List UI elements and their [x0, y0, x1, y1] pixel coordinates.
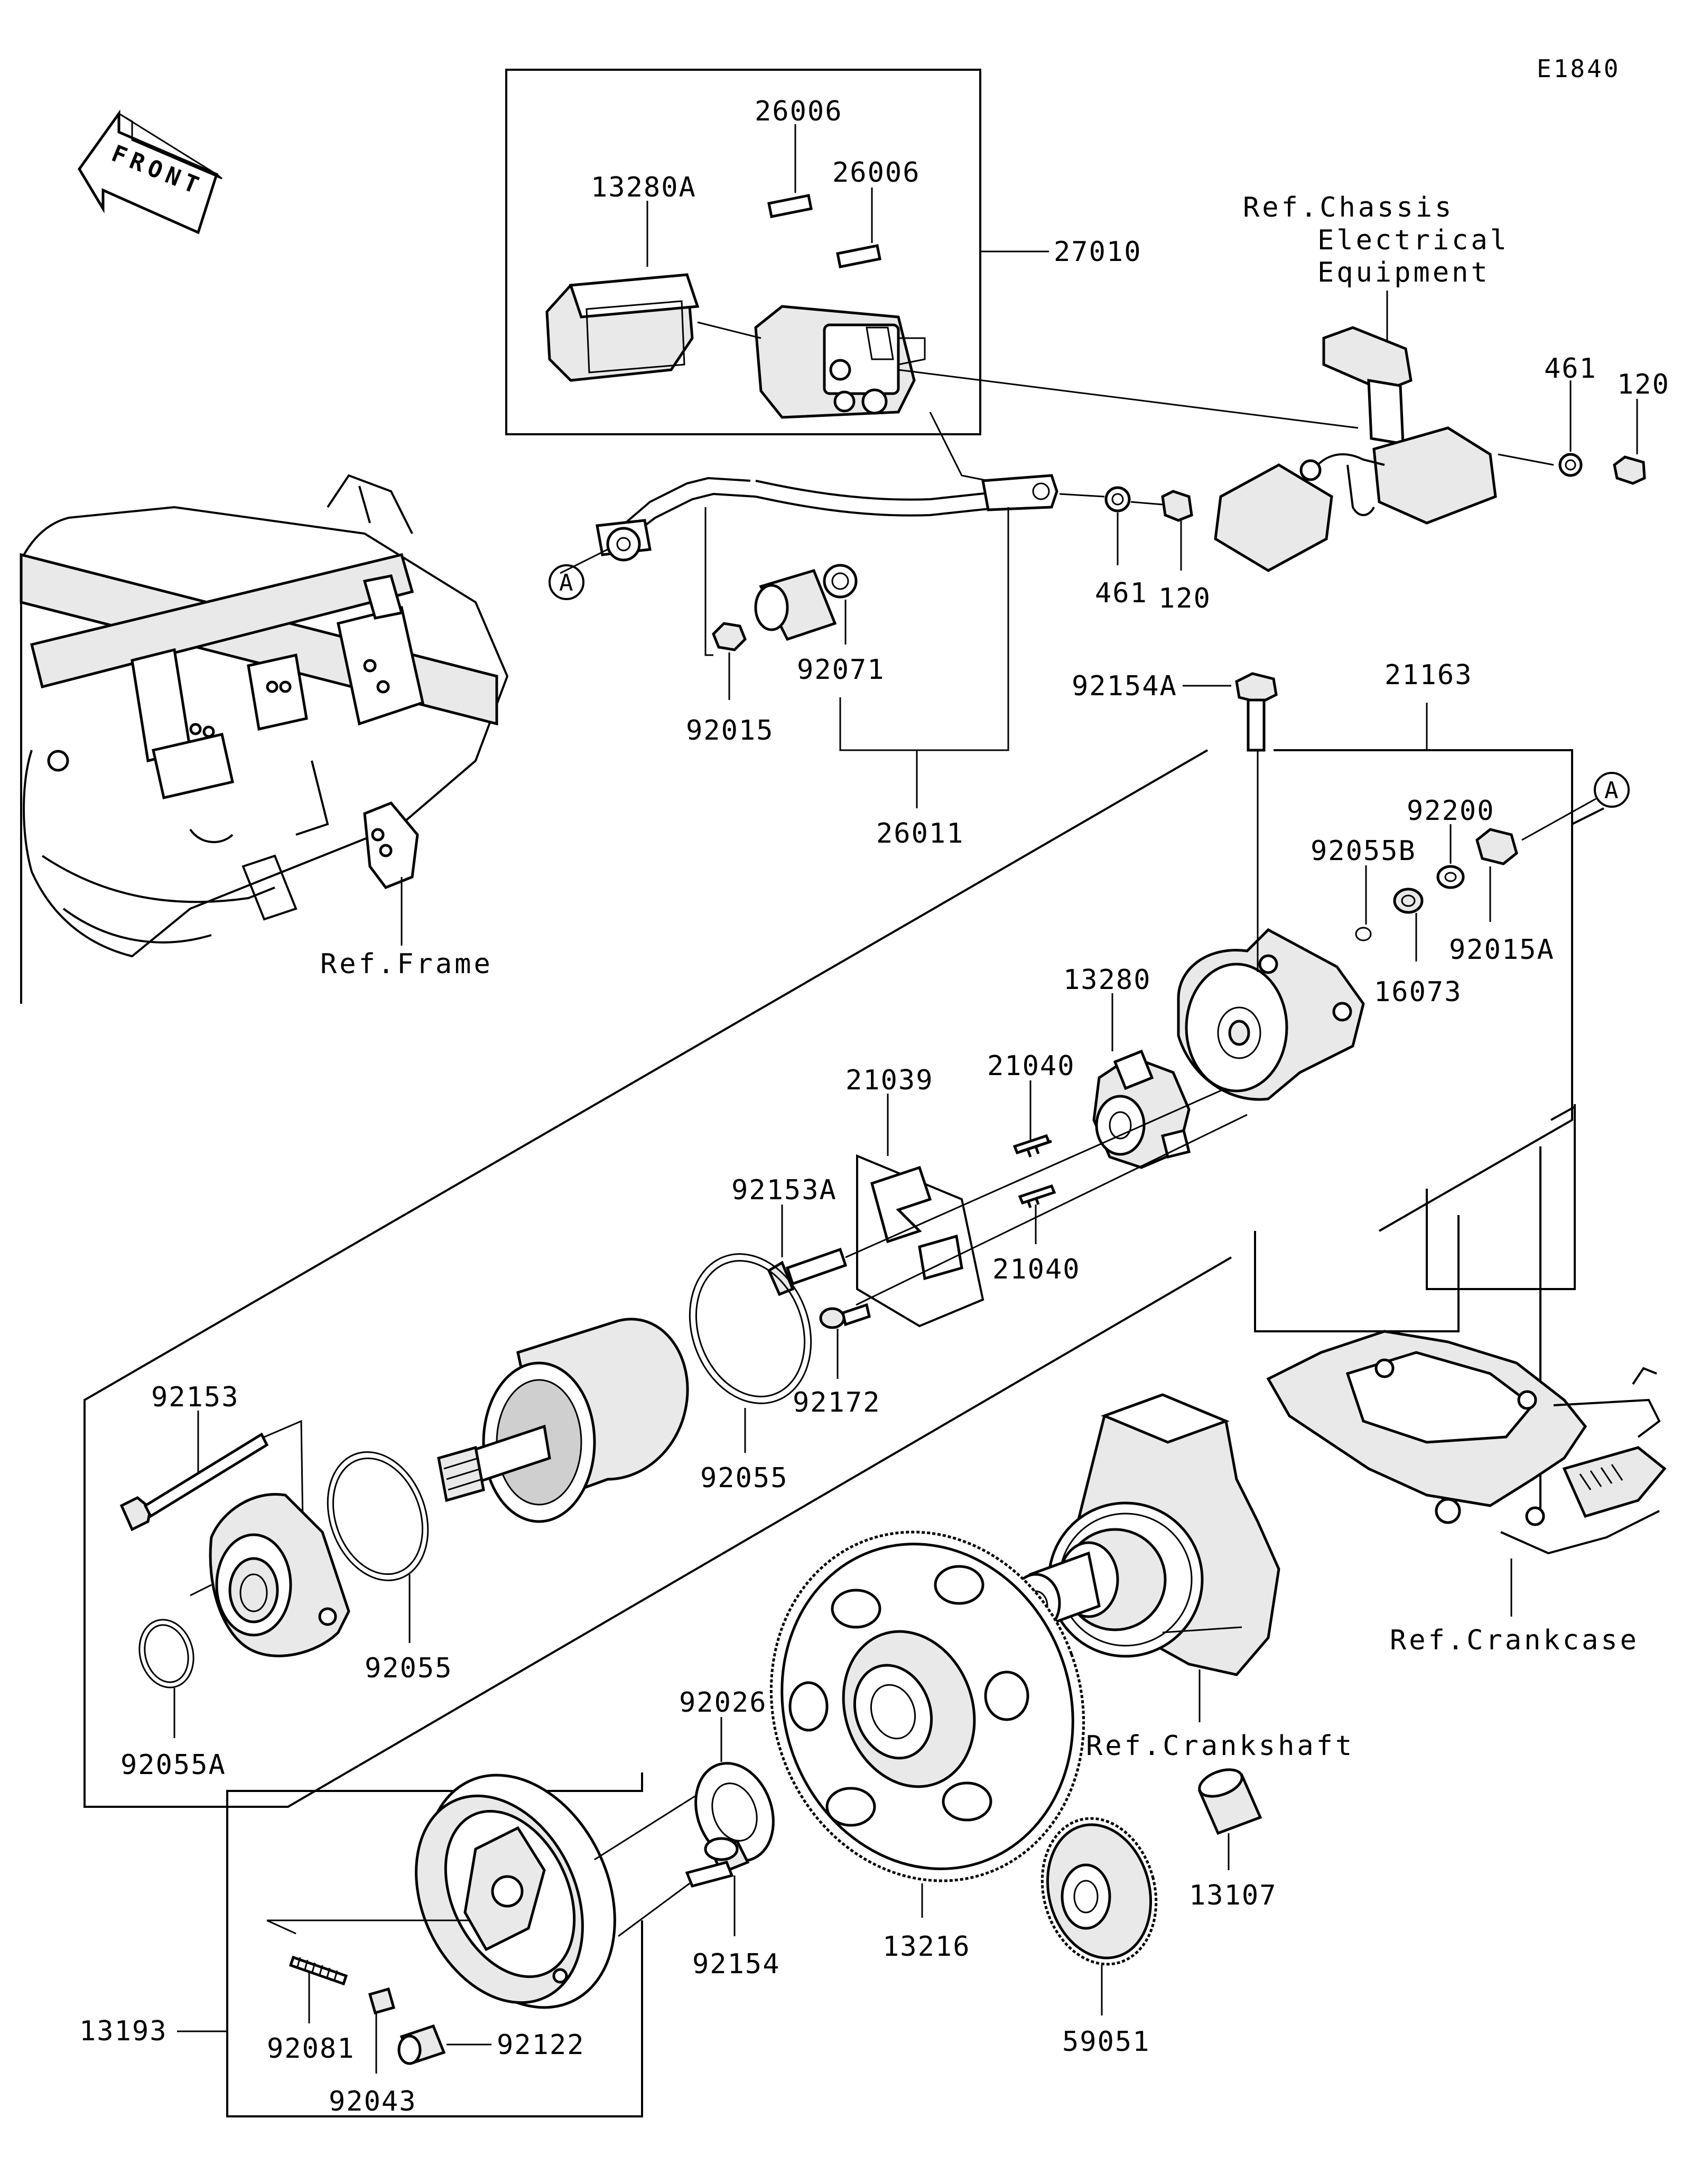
part-92153-label: 92153 — [151, 1382, 239, 1413]
callout-a-right-letter: A — [1604, 777, 1619, 804]
part-59051-label: 59051 — [1062, 2026, 1150, 2058]
part-92081-label: 92081 — [267, 2033, 355, 2065]
frame-illustration: Ref.Frame — [20, 474, 509, 1004]
part-92015A-label: 92015A — [1449, 934, 1555, 966]
part-13280-label: 13280 — [1063, 964, 1151, 996]
fuse-2 — [836, 244, 881, 268]
part-120-label-right: 120 — [1617, 369, 1670, 400]
part-92122-label: 92122 — [497, 2029, 585, 2061]
part-92154A-label: 92154A — [1072, 670, 1177, 702]
ref-crankshaft-label: Ref.Crankshaft — [1086, 1730, 1354, 1762]
starter-motor-assembly: 92154A 21163 A 92015A 92200 16073 92055B — [83, 659, 1630, 1808]
part-92154-label: 92154 — [692, 1948, 781, 1980]
part-21040-label-2: 21040 — [992, 1254, 1081, 1285]
chassis-connector-group: Ref.Chassis Electrical Equipment 461 120 — [1214, 192, 1670, 572]
front-arrow-icon: FRONT — [78, 109, 222, 235]
ref-chassis-line1: Ref.Chassis — [1243, 192, 1454, 223]
ref-chassis-line3: Equipment — [1317, 257, 1490, 288]
ref-crankcase-label: Ref.Crankcase — [1390, 1625, 1639, 1656]
diagram-code: E1840 — [1537, 54, 1620, 83]
callout-a-right — [1594, 772, 1630, 808]
ref-chassis-line2: Electrical — [1317, 225, 1509, 256]
crankcase-illustration: Ref.Crankcase — [1254, 1104, 1667, 1656]
part-92172-label: 92172 — [793, 1387, 881, 1418]
part-92026-label: 92026 — [679, 1687, 767, 1719]
starter-clutch-group: 13216 92026 59051 13107 92154 13193 — [79, 1530, 1277, 2117]
part-92153A-label: 92153A — [731, 1174, 837, 1206]
starter-cable-group: A 461 120 92071 92015 26011 — [549, 474, 1211, 850]
part-92200-label: 92200 — [1407, 795, 1495, 827]
part-26011-label: 26011 — [876, 818, 964, 850]
part-92043-label: 92043 — [329, 2086, 417, 2117]
part-92055B-label: 92055B — [1311, 835, 1416, 867]
part-92071-label: 92071 — [797, 654, 885, 686]
part-92055-label-left: 92055 — [365, 1653, 453, 1684]
ref-frame-label: Ref.Frame — [320, 948, 493, 980]
fuse-1 — [767, 194, 813, 218]
part-21040-label-1: 21040 — [987, 1050, 1075, 1082]
part-27010-label: 27010 — [1054, 236, 1142, 268]
part-92055-label-right: 92055 — [700, 1462, 788, 1494]
part-92055A-label: 92055A — [120, 1749, 226, 1781]
part-461-label-right: 461 — [1544, 353, 1597, 385]
callout-a-left-letter: A — [559, 570, 573, 596]
part-21039-label: 21039 — [846, 1065, 934, 1096]
part-92015-label: 92015 — [686, 715, 774, 746]
part-21163-label: 21163 — [1385, 659, 1473, 691]
part-16073-label: 16073 — [1374, 976, 1462, 1008]
starter-relay-group: 27010 13280A 26006 26006 — [505, 69, 1359, 492]
part-13193-label: 13193 — [79, 2015, 168, 2047]
part-26006-label-2: 26006 — [832, 157, 921, 189]
part-26006-label-1: 26006 — [755, 96, 843, 127]
part-120-label-mid: 120 — [1158, 583, 1211, 614]
part-13216-label: 13216 — [882, 1931, 971, 1963]
part-13107-label: 13107 — [1189, 1880, 1277, 1911]
part-13280A-label: 13280A — [591, 172, 696, 203]
callout-a-left — [549, 564, 584, 600]
part-461-label-mid: 461 — [1095, 577, 1148, 609]
